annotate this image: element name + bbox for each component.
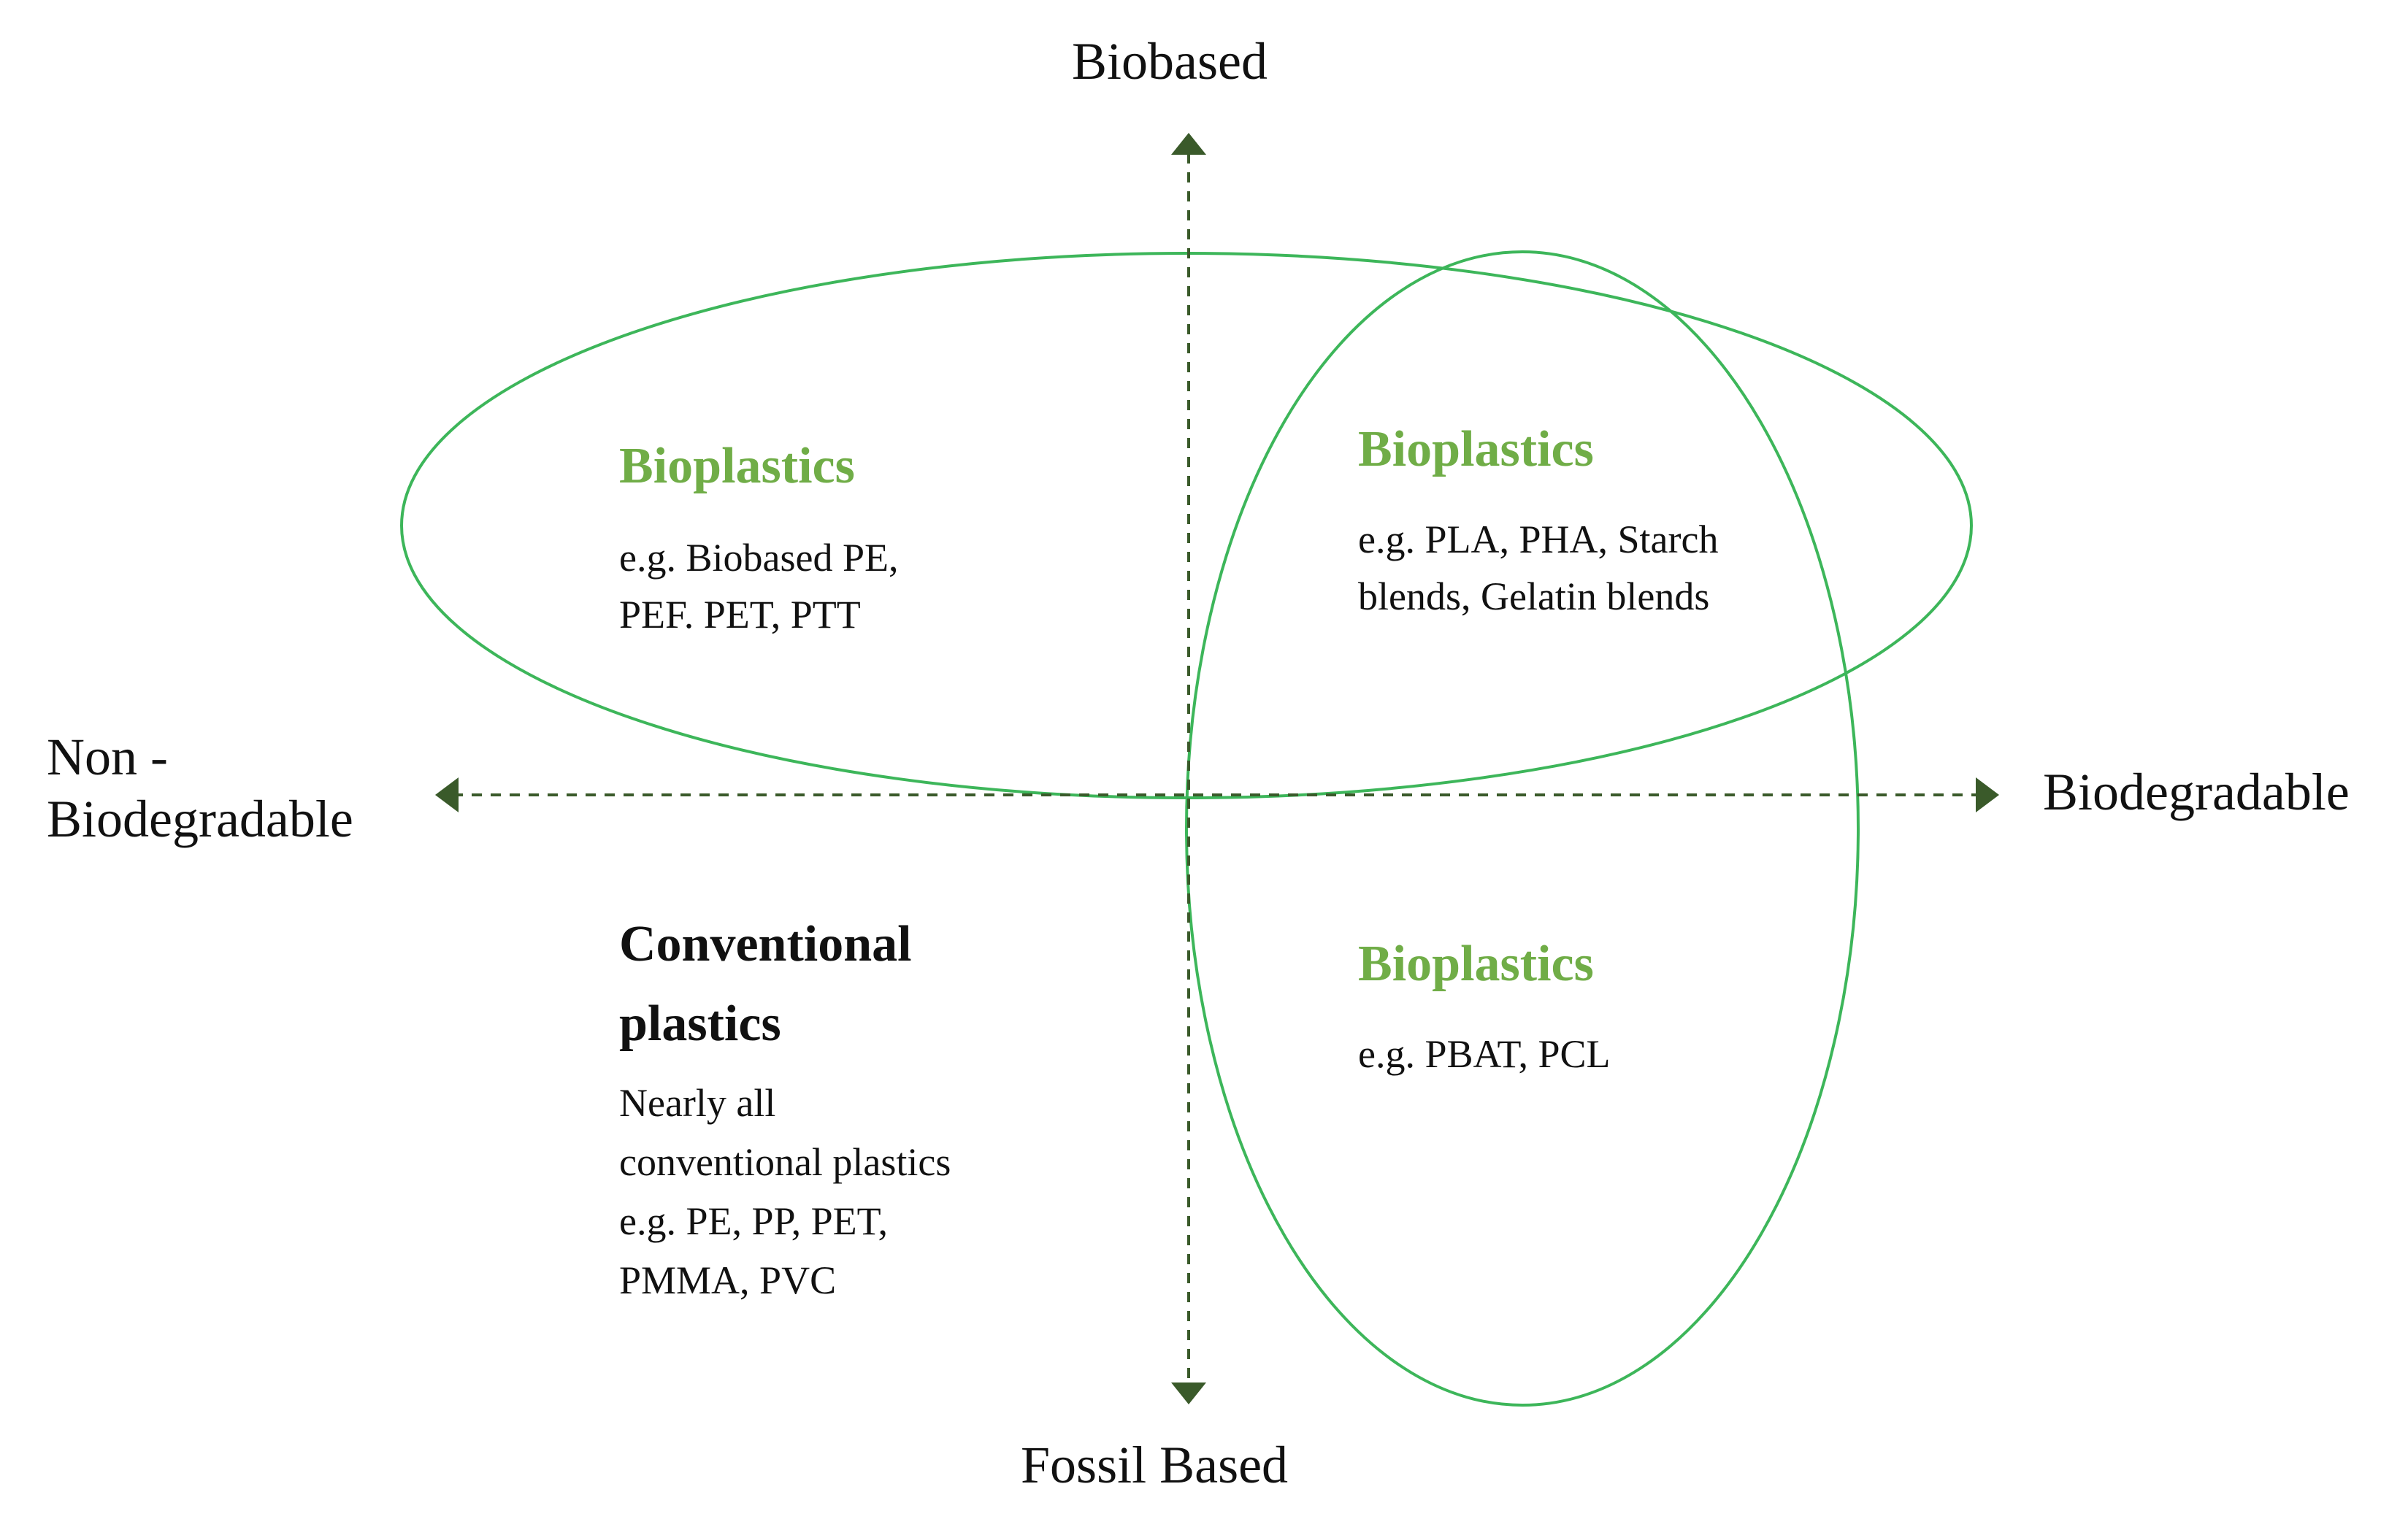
group-title-line: Conventional: [619, 916, 912, 972]
axis-arrow-left-icon: [435, 777, 459, 812]
axis-arrow-right-icon: [1976, 777, 1999, 812]
group-examples-line: e.g. PE, PP, PET,: [619, 1199, 889, 1243]
group-title: Conventional plastics: [619, 905, 951, 1064]
axis-arrow-down-icon: [1171, 1383, 1206, 1404]
axis-label-biodegradable: Biodegradable: [2043, 763, 2350, 821]
axis-label-non-biodegradable-line-2: Biodegradable: [47, 789, 353, 848]
axis-label-biobased: Biobased: [1072, 32, 1268, 91]
axis-arrow-up-icon: [1171, 133, 1206, 155]
group-biobased-biodegradable: Bioplastics e.g. PLA, PHA, Starch blends…: [1358, 420, 1718, 625]
group-examples-line: PEF. PET, PTT: [619, 592, 861, 637]
group-conventional-plastics: Conventional plastics Nearly all convent…: [619, 905, 951, 1310]
axis-label-non-biodegradable-line-1: Non -: [47, 728, 168, 786]
axis-label-fossil-based: Fossil Based: [1021, 1436, 1289, 1494]
group-examples-line: PMMA, PVC: [619, 1258, 837, 1302]
group-examples: Nearly all conventional plastics e.g. PE…: [619, 1074, 951, 1310]
group-examples-line: e.g. Biobased PE,: [619, 535, 899, 580]
group-examples-line: e.g. PLA, PHA, Starch: [1358, 517, 1719, 561]
group-examples: e.g. Biobased PE, PEF. PET, PTT: [619, 529, 898, 644]
group-title: Bioplastics: [1358, 421, 1594, 477]
axis-label-non-biodegradable: Non - Biodegradable: [47, 726, 353, 850]
group-examples-line: blends, Gelatin blends: [1358, 574, 1710, 618]
biodegradable-ellipse: [1185, 250, 1860, 1407]
group-examples: e.g. PLA, PHA, Starch blends, Gelatin bl…: [1358, 511, 1718, 626]
group-examples: e.g. PBAT, PCL: [1358, 1026, 1611, 1082]
group-title: Bioplastics: [619, 438, 855, 494]
group-examples-line: conventional plastics: [619, 1140, 951, 1184]
group-fossil-biodegradable: Bioplastics e.g. PBAT, PCL: [1358, 934, 1611, 1082]
group-title: Bioplastics: [1358, 936, 1594, 992]
group-examples-line: Nearly all: [619, 1081, 776, 1125]
group-biobased-nonbiodegradable: Bioplastics e.g. Biobased PE, PEF. PET, …: [619, 437, 898, 643]
group-title-line: plastics: [619, 995, 781, 1052]
group-examples-line: e.g. PBAT, PCL: [1358, 1031, 1611, 1076]
